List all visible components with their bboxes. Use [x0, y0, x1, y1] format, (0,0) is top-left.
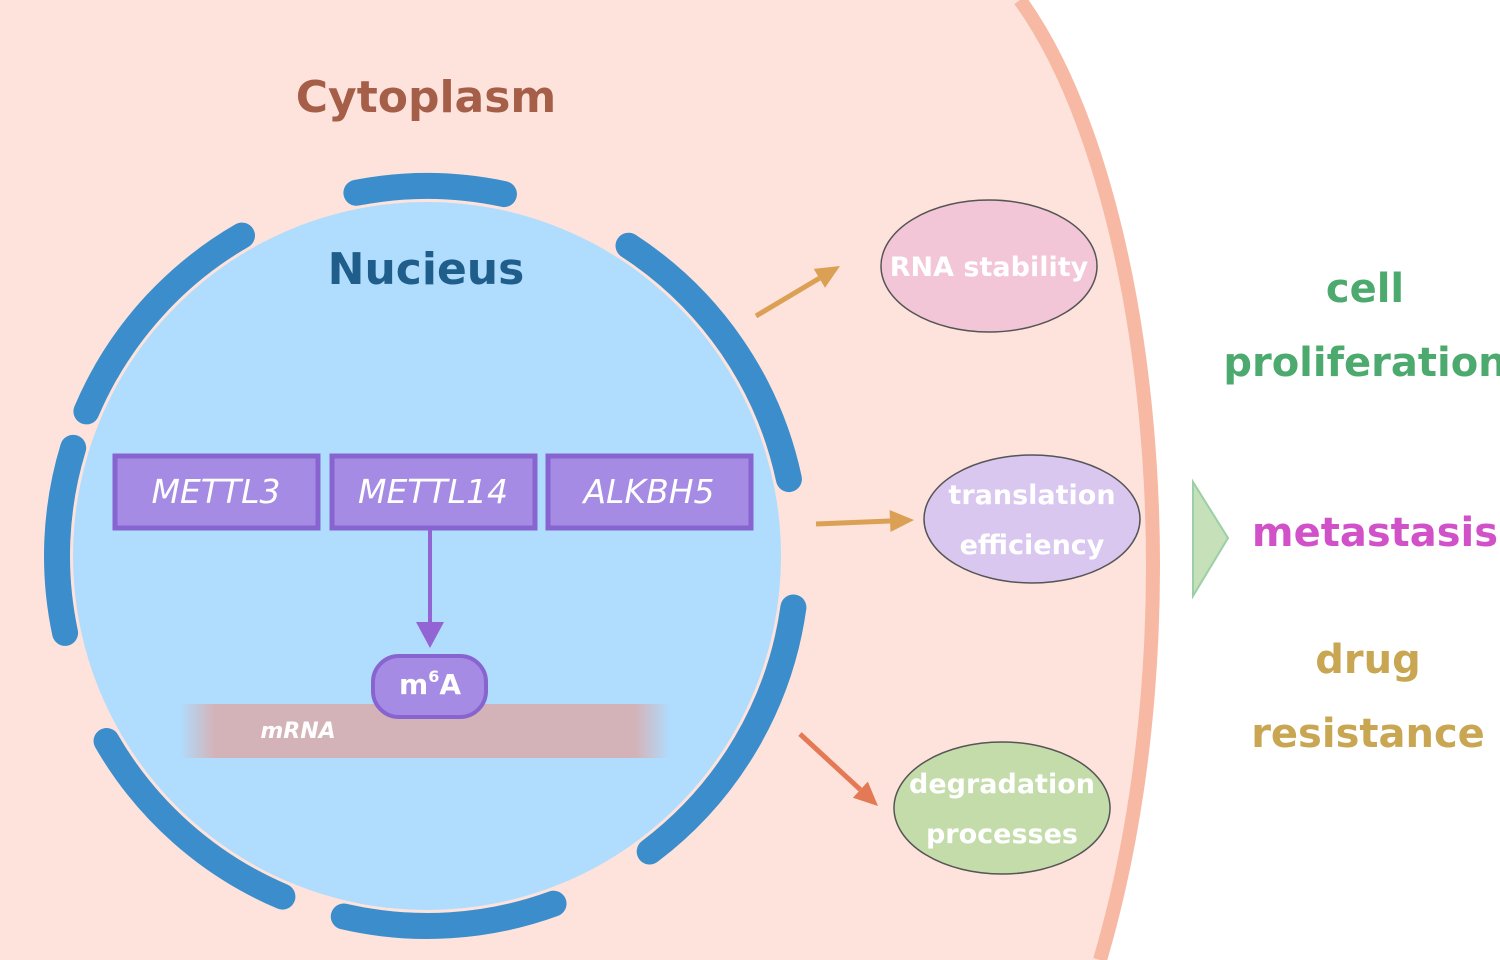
effects-group: RNA stability translation efficiency degrad… — [754, 199, 1141, 875]
gene-label: METTL14 — [358, 472, 508, 511]
m6a-label: m6A — [399, 667, 461, 701]
effect-ellipse — [893, 741, 1111, 875]
effect-0: RNA stability — [754, 199, 1098, 333]
gene-box-rect — [112, 453, 321, 531]
outcome-0: cell proliferation — [1223, 266, 1500, 386]
gene-box-rect — [329, 453, 538, 531]
gene-boxes: METTL3 METTL14 ALKBH5 — [112, 453, 754, 531]
cell-membrane — [1014, 0, 1160, 960]
cytoplasm-label: Cytoplasm — [296, 72, 557, 123]
nuclear-envelope-segment — [73, 290, 170, 425]
nuclear-envelope-segment — [93, 728, 296, 910]
nucleus-label: Nucieus — [328, 244, 525, 295]
methylation-arrow-head — [416, 622, 444, 648]
outcome-label-line: resistance — [1251, 711, 1485, 757]
gene-label: ALKBH5 — [581, 472, 714, 511]
outcome-label-line: drug — [1315, 637, 1420, 683]
effect-ellipse — [880, 199, 1098, 333]
nuclear-envelope-segment — [343, 173, 517, 208]
outcome-1: metastasis — [1252, 510, 1498, 556]
gene-box-rect — [545, 453, 754, 531]
effect-ellipse — [923, 454, 1141, 584]
nuclear-envelope-segment — [636, 594, 807, 865]
effect-arrow-head — [852, 781, 878, 806]
mrna-label: mRNA — [260, 719, 335, 744]
gene-box-mettl14: METTL14 — [329, 453, 538, 531]
effect-label-line: efficiency — [960, 530, 1105, 561]
effect-label-line: RNA stability — [890, 252, 1089, 283]
outcome-2: drug resistance — [1251, 637, 1485, 757]
effect-arrow-head — [889, 509, 914, 532]
effect-label-line: degradation — [909, 769, 1095, 800]
nuclear-envelope-segment — [615, 232, 802, 493]
nuclear-envelope-segment — [44, 434, 87, 646]
outcome-label-line: metastasis — [1252, 510, 1498, 556]
effect-2: degradation processes — [798, 732, 1111, 875]
effect-arrow-shaft — [815, 518, 891, 527]
effect-label-line: processes — [926, 819, 1078, 850]
m6a-base: m — [399, 668, 428, 701]
effect-label-line: translation — [948, 480, 1115, 511]
nuclear-envelope — [44, 173, 807, 939]
effect-arrow-head — [813, 266, 840, 288]
effect-arrow-shaft — [798, 732, 863, 792]
outcome-label-line: proliferation — [1223, 340, 1500, 386]
m6a-badge — [371, 654, 488, 719]
effect-arrow-shaft — [754, 276, 821, 319]
outcome-chevron — [1192, 478, 1230, 600]
m6a-end: A — [439, 668, 461, 701]
effect-1: translation efficiency — [815, 454, 1141, 584]
gene-box-alkbh5: ALKBH5 — [545, 453, 754, 531]
outcome-label-line: cell — [1326, 266, 1404, 312]
m6a-superscript: 6 — [428, 667, 439, 686]
nuclear-envelope-segment — [330, 890, 567, 939]
nucleus — [73, 202, 781, 910]
outcomes-group: cell proliferation metastasis drug resistanc… — [1223, 266, 1500, 757]
gene-label: METTL3 — [151, 472, 280, 511]
gene-box-mettl3: METTL3 — [112, 453, 321, 531]
